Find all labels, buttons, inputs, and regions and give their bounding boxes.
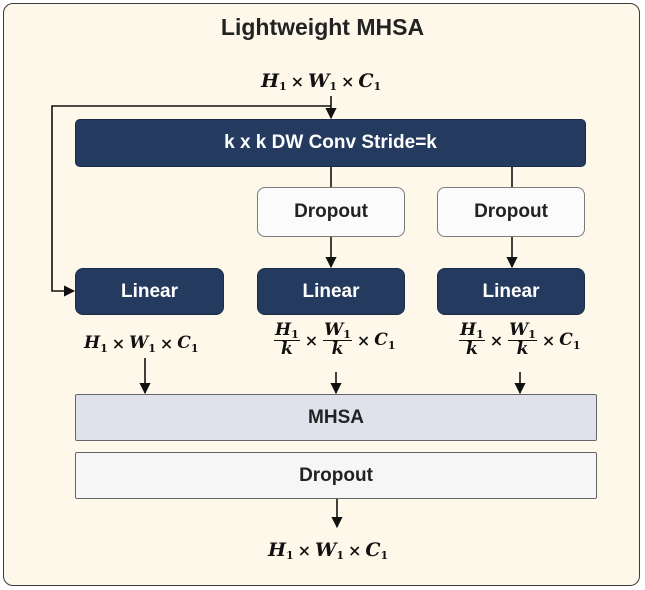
dropout-box-key: Dropout	[257, 187, 405, 237]
dw-conv-box: k x k DW Conv Stride=k	[75, 119, 586, 167]
diagram-title: Lightweight MHSA	[220, 14, 425, 40]
linear-label: Linear	[482, 280, 540, 302]
dropout-box-output: Dropout	[75, 452, 597, 499]
linear-label: Linear	[302, 280, 360, 302]
arrow-skip-to-linear	[51, 105, 331, 297]
dropout-label: Dropout	[474, 201, 548, 222]
dropout-label: Dropout	[299, 464, 373, 486]
dropout-box-value: Dropout	[437, 187, 585, 237]
linear-box-query: Linear	[75, 268, 224, 315]
dw-conv-label: k x k DW Conv Stride=k	[224, 132, 437, 153]
linear-box-value: Linear	[437, 268, 585, 315]
mhsa-box: MHSA	[75, 394, 597, 441]
linear-label: Linear	[120, 280, 179, 302]
linear-box-key: Linear	[257, 268, 405, 315]
mhsa-label: MHSA	[308, 406, 364, 428]
dropout-label: Dropout	[294, 201, 368, 222]
